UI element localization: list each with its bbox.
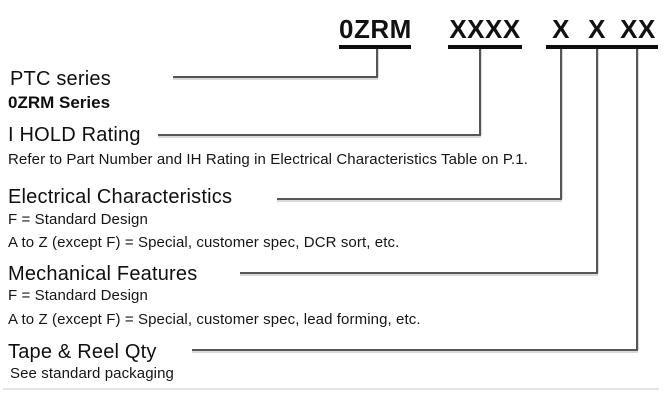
ihold-rating-note: Refer to Part Number and IH Rating in El…: [8, 151, 528, 168]
part-number-series-segment: 0ZRM: [339, 14, 411, 49]
series-code: 0ZRM: [339, 14, 412, 44]
connector-ihold-vertical: [479, 49, 481, 135]
part-number-ihold-segment: XXXX: [448, 14, 522, 49]
electrical-code: X: [552, 14, 570, 44]
electrical-characteristics-title: Electrical Characteristics: [8, 186, 233, 208]
ihold-code: XXXX: [449, 14, 521, 44]
connector-series-horizontal: [173, 76, 378, 78]
mechanical-features-title: Mechanical Features: [8, 263, 198, 285]
connector-electrical-horizontal: [277, 198, 562, 200]
ptc-series-title: PTC series: [10, 68, 111, 90]
electrical-characteristics-line1: F = Standard Design: [8, 211, 148, 228]
connector-tape-reel-vertical: [636, 49, 638, 350]
electrical-characteristics-line2: A to Z (except F) = Special, customer sp…: [8, 234, 400, 251]
ihold-rating-title: I HOLD Rating: [8, 124, 141, 146]
tape-reel-code: XX: [620, 14, 656, 44]
tape-reel-qty-title: Tape & Reel Qty: [8, 341, 157, 363]
connector-mechanical-horizontal: [240, 272, 598, 274]
part-number-suffix-segment: X X XX: [546, 14, 658, 49]
connector-ihold-horizontal: [158, 134, 481, 136]
ptc-series-subtitle: 0ZRM Series: [8, 93, 111, 112]
connector-series-vertical: [376, 49, 378, 77]
tape-reel-qty-note: See standard packaging: [10, 365, 174, 382]
mechanical-features-line2: A to Z (except F) = Special, customer sp…: [8, 311, 421, 328]
connector-mechanical-vertical: [596, 49, 598, 273]
bottom-divider: [3, 388, 659, 390]
mechanical-features-line1: F = Standard Design: [8, 287, 148, 304]
connector-electrical-vertical: [560, 49, 562, 199]
mechanical-code: X: [588, 14, 606, 44]
connector-tape-reel-horizontal: [192, 349, 638, 351]
